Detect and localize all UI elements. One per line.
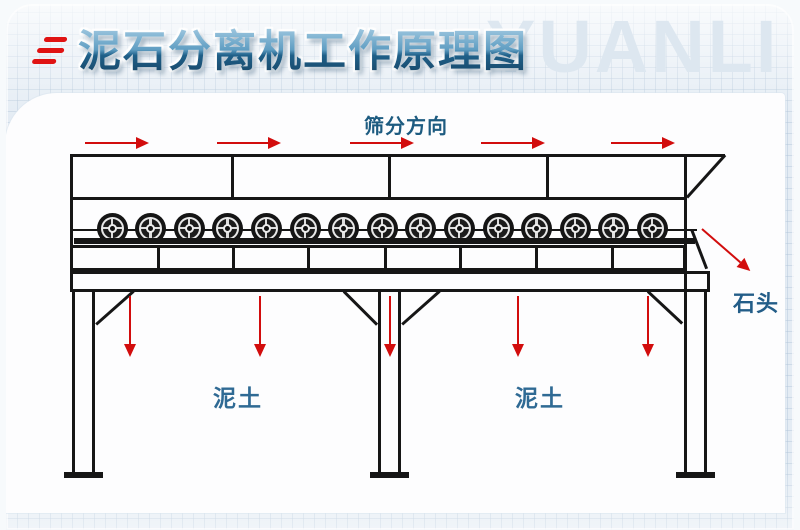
leg-right <box>684 292 707 473</box>
roller-spoke <box>300 223 310 233</box>
screen-divider-line <box>307 246 310 271</box>
arrow-head-icon <box>136 137 149 149</box>
roller-spoke <box>339 223 349 233</box>
foot-left <box>64 472 103 478</box>
soil-flow-arrow <box>641 296 655 357</box>
hopper-right-wall <box>684 154 687 292</box>
screen-divider-line <box>535 246 538 271</box>
arrow-head-icon <box>662 137 675 149</box>
roller-spoke <box>146 223 156 233</box>
arrow-head-icon <box>641 344 654 357</box>
arrow-shaft <box>481 141 532 145</box>
leg-left <box>72 292 95 473</box>
soil-flow-arrow <box>511 296 525 357</box>
screen-divider-line <box>384 246 387 271</box>
foot-center <box>370 472 409 478</box>
page-title-halo: 泥石分离机工作原理图 <box>78 24 528 80</box>
soil-label-left: 泥土 <box>213 385 263 411</box>
arrow-head-icon <box>268 137 281 149</box>
leg-center <box>378 292 401 473</box>
arrow-shaft <box>646 296 650 345</box>
roller-wheel-icon <box>366 212 398 244</box>
soil-flow-arrow <box>253 296 267 357</box>
roller-spoke <box>493 223 503 233</box>
brace-line <box>343 290 379 326</box>
machine-diagram: 筛分方向 泥土 泥土 石头 <box>6 4 794 530</box>
support-beam <box>70 271 710 292</box>
page-card: YUANLI 泥石分离机工作原理图 泥石分离机工作原理图 <box>6 4 794 530</box>
roller-spoke <box>223 223 233 233</box>
arrow-shaft <box>217 141 268 145</box>
arrow-head-icon <box>253 344 266 357</box>
screening-direction-arrow <box>350 137 414 149</box>
soil-label-right: 泥土 <box>515 385 565 411</box>
screen-divider-line <box>459 246 462 271</box>
screening-direction-arrow <box>217 137 281 149</box>
hopper-divider-line <box>546 155 549 200</box>
arrow-head-icon <box>532 137 545 149</box>
arrow-head-icon <box>401 137 414 149</box>
soil-flow-arrow <box>383 296 397 357</box>
roller-spoke <box>454 223 464 233</box>
arrow-head-icon <box>383 344 396 357</box>
deck-bar <box>74 238 695 244</box>
page-title: 泥石分离机工作原理图 泥石分离机工作原理图 <box>78 24 528 82</box>
foot-right <box>676 472 715 478</box>
hopper-left-wall <box>70 154 73 247</box>
roller-spoke <box>107 223 117 233</box>
roller-spoke <box>532 223 542 233</box>
soil-flow-arrow <box>123 296 137 357</box>
hopper-divider-line <box>231 155 234 200</box>
roller-spoke <box>184 223 194 233</box>
roller-spoke <box>261 223 271 233</box>
screen-divider-line <box>611 246 614 271</box>
screen-box-row <box>70 245 686 271</box>
arrow-shaft <box>701 227 742 264</box>
diagram-panel <box>6 93 785 513</box>
arrow-shaft <box>85 141 136 145</box>
arrow-head-icon <box>123 344 136 357</box>
screening-direction-arrow <box>611 137 675 149</box>
stone-label: 石头 <box>732 291 779 316</box>
screen-divider-line <box>157 246 160 271</box>
arrow-shaft <box>611 141 662 145</box>
arrow-shaft <box>350 141 401 145</box>
roller-spoke <box>647 223 657 233</box>
arrow-shaft <box>388 296 392 345</box>
screening-direction-arrow <box>481 137 545 149</box>
roller-spoke <box>570 223 580 233</box>
screening-direction-label: 筛分方向 <box>364 116 448 138</box>
arrow-shaft <box>258 296 262 345</box>
arrow-head-icon <box>511 344 524 357</box>
roller-spoke <box>609 223 619 233</box>
page-title-text: 泥石分离机工作原理图 <box>78 24 528 80</box>
brand-watermark: YUANLI <box>486 5 780 88</box>
arrow-shaft <box>516 296 520 345</box>
hopper-divider-line <box>388 155 391 200</box>
roller-spoke <box>416 223 426 233</box>
screening-direction-arrow <box>85 137 149 149</box>
screen-divider-line <box>232 246 235 271</box>
inlet-flap-line <box>685 154 727 199</box>
hopper-bottom-rail <box>70 197 687 200</box>
roller-spoke <box>377 223 387 233</box>
hopper-top-rail <box>70 154 725 157</box>
brace-line <box>401 290 441 326</box>
arrow-shaft <box>128 296 132 345</box>
